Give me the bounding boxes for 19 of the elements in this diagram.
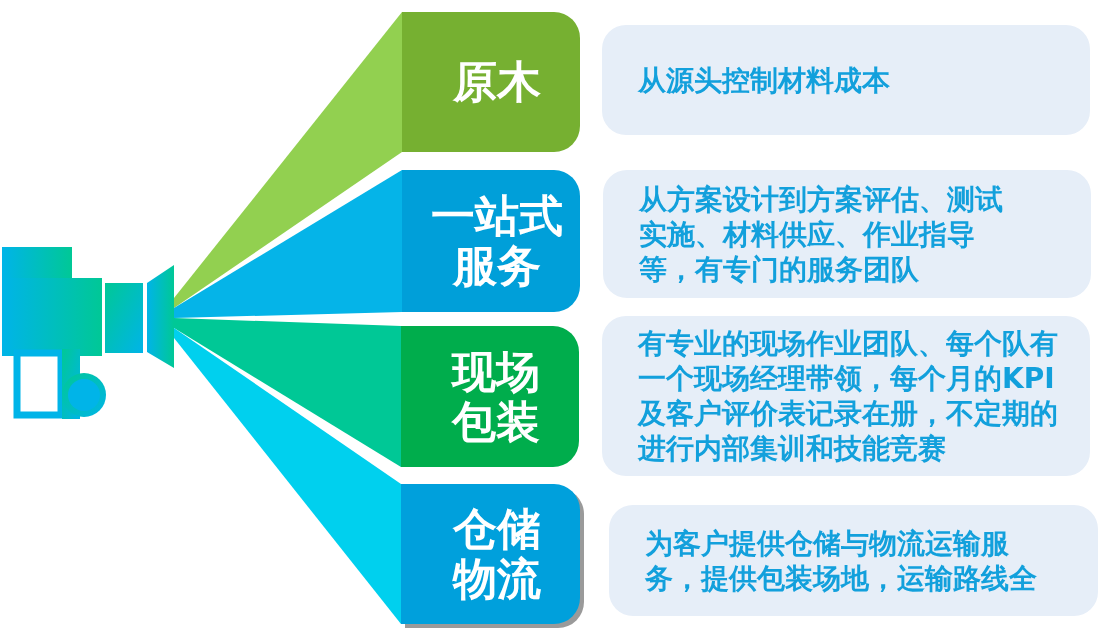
light-beam [174,328,401,624]
light-beam [174,170,402,318]
description-text: 从方案设计到方案评估、测试实施、材料供应、作业指导等，有专门的服务团队 [639,181,1004,287]
category-tab [402,12,580,152]
description-panel [609,505,1098,616]
category-title: 现场包装 [450,346,541,447]
description-text: 从源头控制材料成本 [638,62,890,98]
description-panel [602,25,1090,135]
category-title: 仓储物流 [451,504,542,604]
description-panel [603,170,1091,298]
category-title: 原木 [451,57,542,107]
description-text: 有专业的现场作业团队、每个队有一个现场经理带领，每个月的KPI及客户评价表记录在册，不定期的进行内部集训和技能竞赛 [638,326,1059,466]
category-tab [401,326,579,467]
category-tab [402,170,580,312]
light-beam [174,12,402,308]
description-panel [602,316,1090,476]
light-beam [174,318,401,467]
category-title: 一站式服务 [430,191,564,291]
description-text: 为客户提供仓储与物流运输服务，提供包装场地，运输路线全 [645,525,1038,596]
